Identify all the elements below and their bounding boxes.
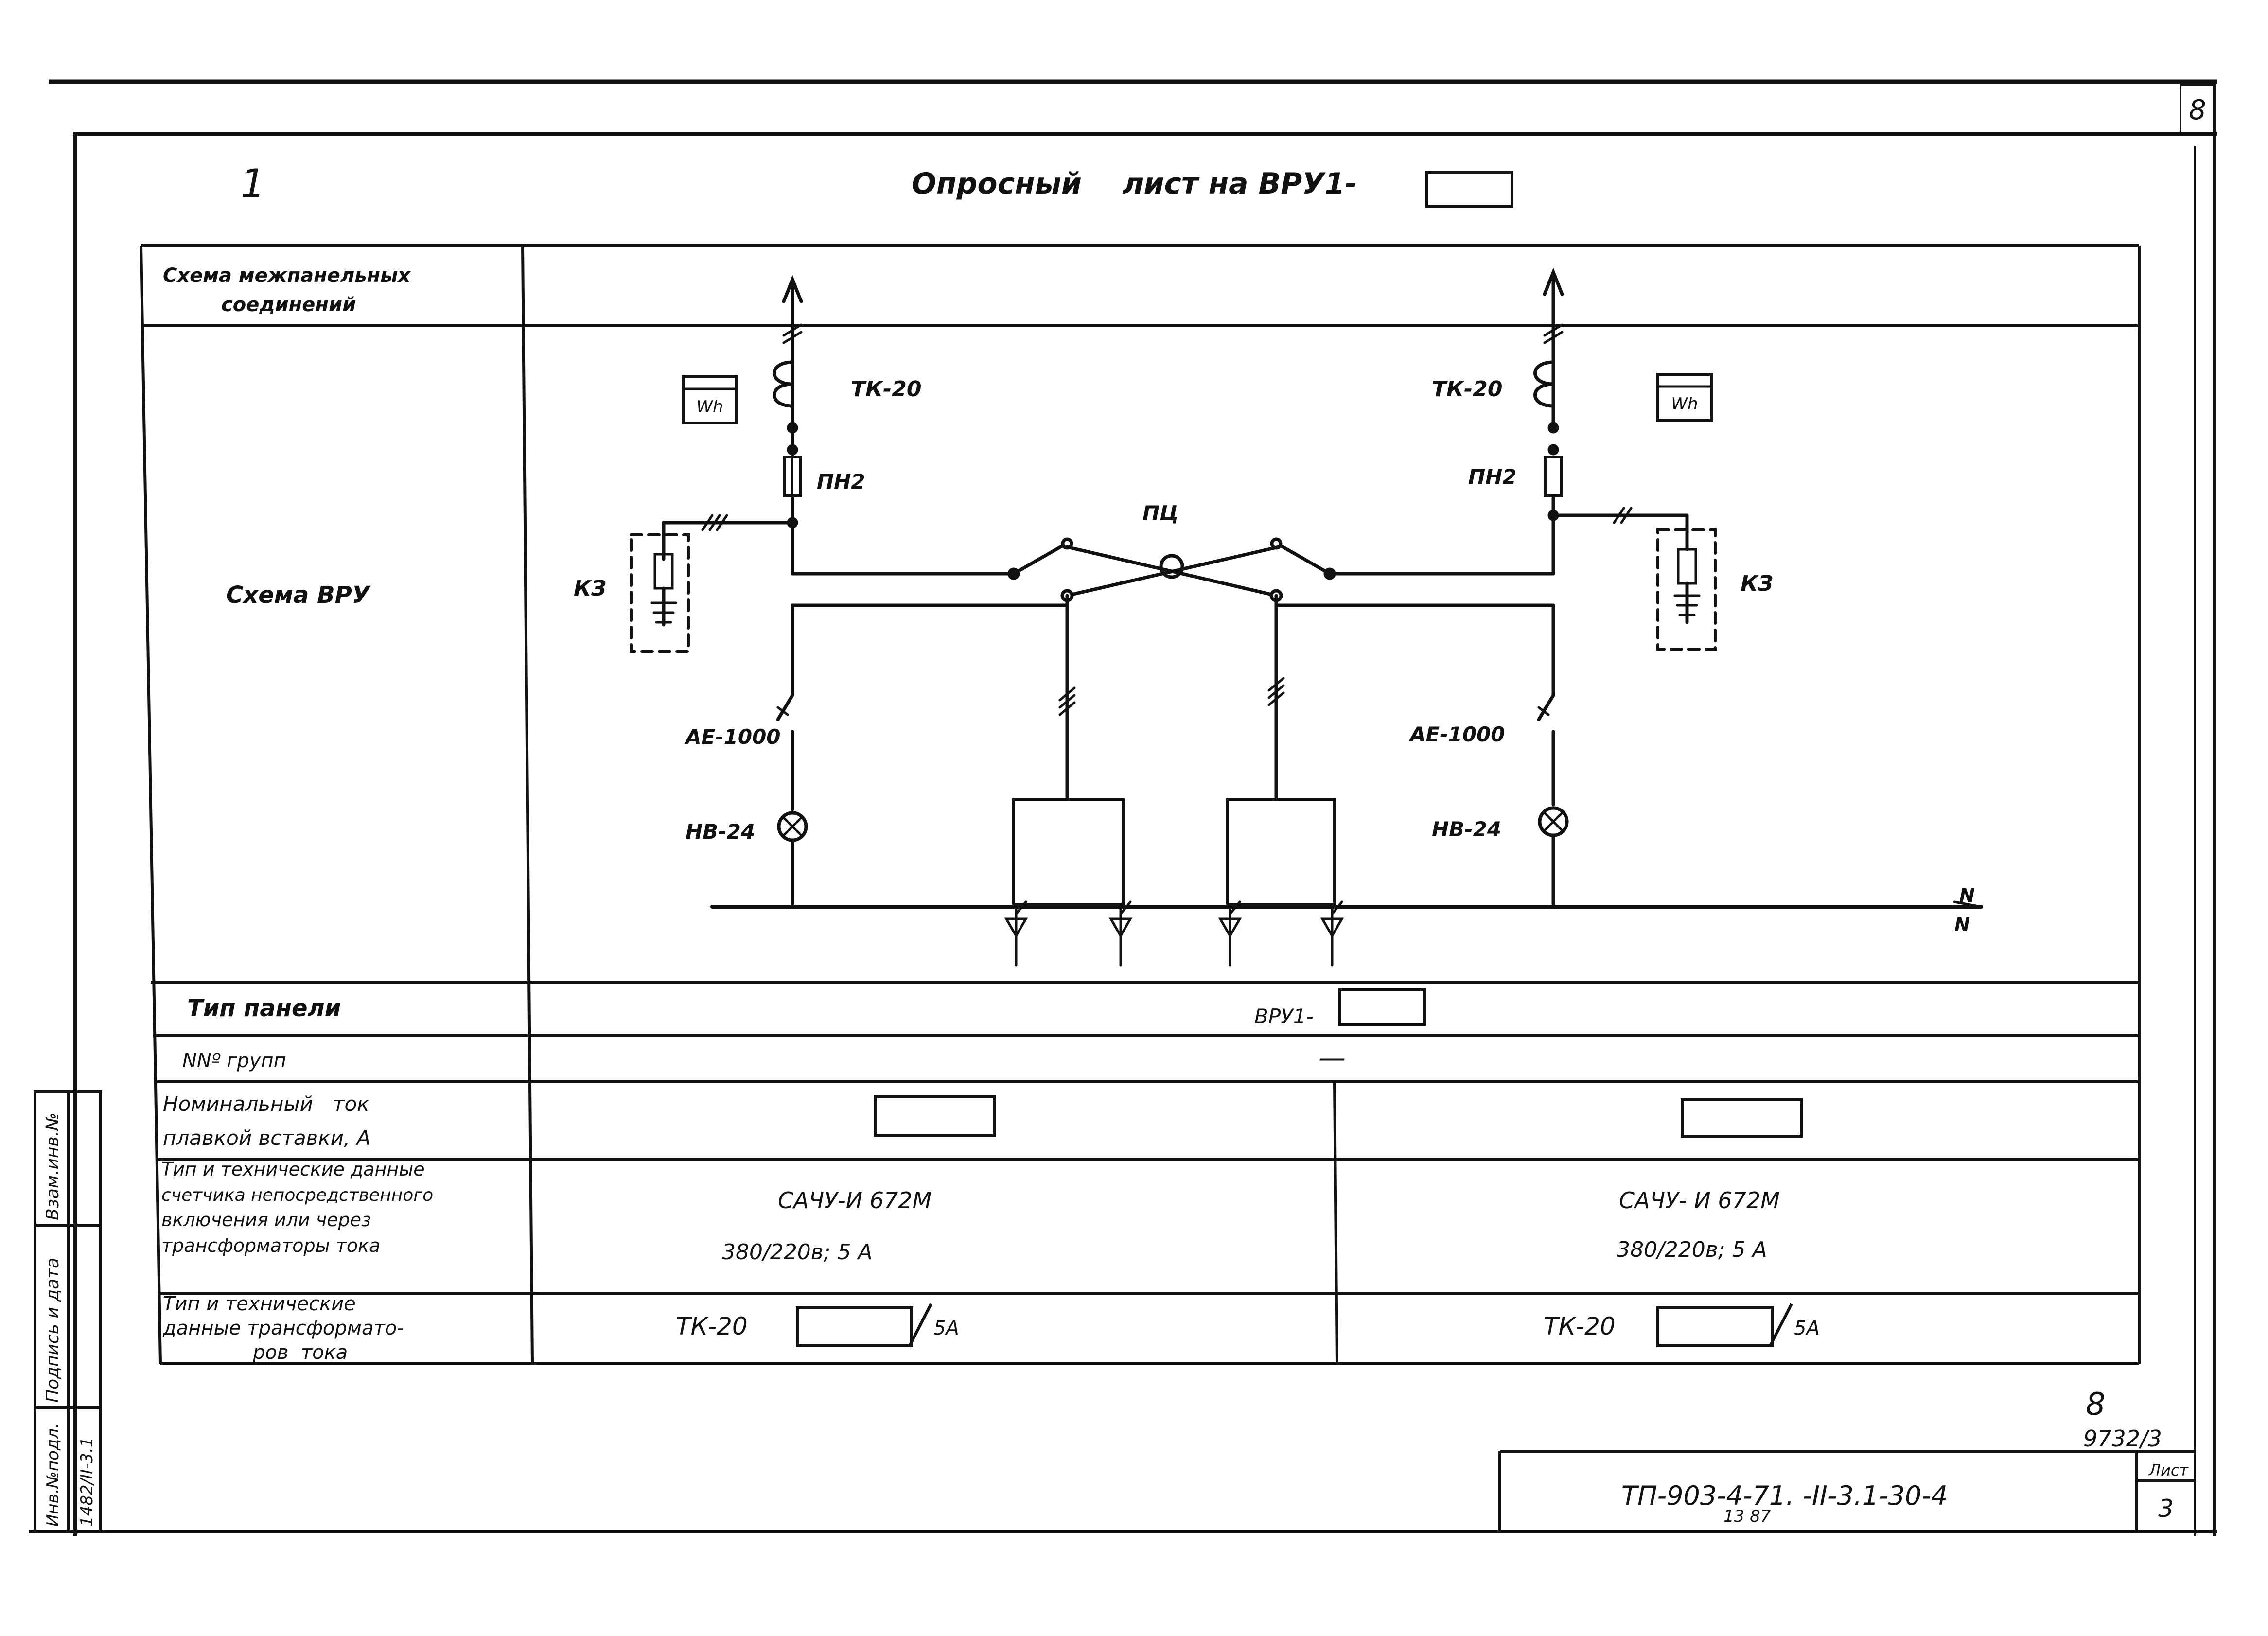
title-block xyxy=(1498,1450,2195,1531)
stamp-sign-date: Подпись и дата xyxy=(43,1258,63,1403)
row-meter-line3: включения или через xyxy=(161,1209,371,1231)
row-scheme-label: Схема ВРУ xyxy=(226,581,371,609)
right-breaker xyxy=(1537,693,1555,721)
form-table xyxy=(140,244,2141,1365)
row-ct-line1: Тип и технические xyxy=(163,1293,356,1315)
ct-left-slash xyxy=(908,1303,932,1348)
ct-right-slash xyxy=(1768,1303,1793,1348)
meter-left-type: САЧУ-И 672М xyxy=(778,1187,932,1214)
row-ct-line2: данные трансформато- xyxy=(162,1317,404,1339)
ct-left-box xyxy=(796,1306,913,1347)
groups-value: — xyxy=(1319,1042,1346,1074)
outgoing-taps xyxy=(1004,900,1344,967)
right-surge-label: КЗ xyxy=(1741,571,1773,596)
left-fuse-label: ПН2 xyxy=(817,470,865,493)
row-ct-line3: ров тока xyxy=(252,1341,348,1364)
left-ct-label: ТК-20 xyxy=(851,377,921,402)
right-surge-box xyxy=(1656,528,1717,651)
right-breaker-label: АЕ-1000 xyxy=(1408,722,1505,746)
row-panel-type-label: Тип панели xyxy=(187,995,341,1022)
sheet-code: 9732/3 xyxy=(2083,1425,2162,1452)
doc-code: ТП-903-4-71. -II-3.1-30-4 xyxy=(1621,1480,1948,1511)
left-surge-label: КЗ xyxy=(574,576,606,601)
right-fuse xyxy=(1544,456,1563,497)
right-ct-label: ТК-20 xyxy=(1432,377,1502,402)
ct-right-suffix: 5А xyxy=(1794,1317,1820,1339)
rated-current-right-box xyxy=(1681,1098,1803,1138)
right-fuse-label: ПН2 xyxy=(1468,465,1517,489)
panel-type-box xyxy=(1338,988,1426,1026)
ct-right-label: ТК-20 xyxy=(1544,1312,1616,1340)
stamp-inv-value: 1482/II-3.1 xyxy=(77,1437,97,1527)
row-groups-label: NNº групп xyxy=(182,1050,286,1072)
left-lamp-label: НВ-24 xyxy=(686,820,755,844)
panel-type-value: ВРУ1- xyxy=(1254,1004,1314,1028)
sheet-mark-left: 1 xyxy=(241,161,265,206)
row-meter-line4: трансформаторы тока xyxy=(161,1235,380,1256)
changeover-switch xyxy=(1012,537,1332,799)
sheet-frame xyxy=(29,79,2217,1536)
left-feeder xyxy=(662,275,1020,580)
row-rated-current-line1: Номинальный ток xyxy=(163,1092,369,1116)
right-ct-coil xyxy=(1533,360,1555,408)
right-group-loop xyxy=(1226,798,1336,906)
left-group-loop xyxy=(1012,798,1125,906)
vru-diagram xyxy=(630,267,1983,967)
sheet-corner-number: 8 xyxy=(2189,94,2206,126)
left-breaker-label: АЕ-1000 xyxy=(684,725,781,749)
side-stamp xyxy=(34,1090,102,1533)
meter-left-data: 380/220в; 5 А xyxy=(722,1240,873,1265)
left-ct-coil xyxy=(773,360,794,408)
meter-right-type: САЧУ- И 672М xyxy=(1619,1187,1780,1214)
ct-right-box xyxy=(1656,1306,1774,1347)
row-interpanel-line2: соединений xyxy=(221,294,356,316)
bus-n1-label: N xyxy=(1959,885,1975,906)
meter-right-data: 380/220в; 5 А xyxy=(1617,1237,1767,1262)
list-value: 3 xyxy=(2158,1495,2174,1523)
row-meter-line1: Тип и технические данные xyxy=(161,1159,425,1180)
row-rated-current-line2: плавкой вставки, А xyxy=(163,1126,370,1150)
list-label: Лист xyxy=(2148,1461,2189,1479)
right-feeder xyxy=(1323,267,1689,580)
right-lamp-label: НВ-24 xyxy=(1432,817,1501,841)
switch-label: ПЦ xyxy=(1143,501,1178,525)
ct-left-label: ТК-20 xyxy=(676,1312,748,1340)
row-interpanel-line1: Схема межпанельных xyxy=(163,264,411,287)
stamp-replace: Взам.инв.№ xyxy=(43,1112,63,1220)
stamp-inv-orig: Инв.№подл. xyxy=(43,1423,63,1527)
ct-left-suffix: 5А xyxy=(933,1317,959,1339)
left-meter-label: Wh xyxy=(696,397,723,417)
left-breaker xyxy=(776,693,794,721)
left-surge-box xyxy=(630,533,690,653)
right-meter-box xyxy=(1656,373,1713,422)
row-meter-line2: счетчика непосредственного xyxy=(161,1185,433,1205)
sheet-num-top: 8 xyxy=(2086,1387,2106,1423)
bus-n2-label: N xyxy=(1954,914,1970,935)
right-meter-label: Wh xyxy=(1671,394,1698,414)
title-placeholder-box xyxy=(1425,171,1513,208)
doc-sub: 13 87 xyxy=(1723,1507,1771,1526)
left-meter-box xyxy=(682,375,738,424)
page-title: Опросный лист на ВРУ1- xyxy=(912,167,1357,201)
rated-current-left-box xyxy=(874,1095,996,1137)
